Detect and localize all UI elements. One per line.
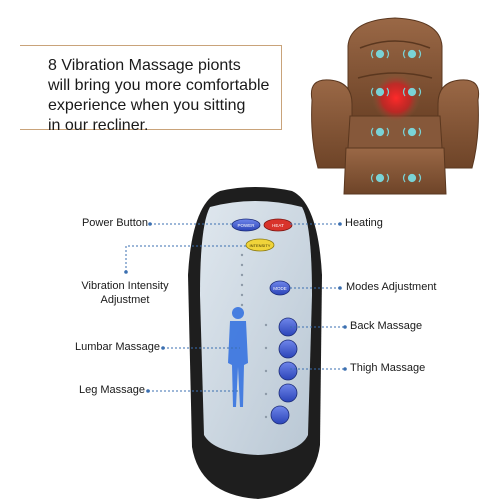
power-button-label: POWER — [237, 223, 255, 228]
callout-vibration-intensity: Vibration Intensity Adjustmet — [55, 279, 195, 307]
callout-lumbar-massage: Lumbar Massage — [75, 341, 160, 353]
intensity-button-label: INTENSITY — [250, 243, 271, 248]
headline-frame — [20, 45, 282, 130]
power-button: POWER — [231, 218, 261, 232]
mode-button-label: MODE — [273, 286, 287, 291]
remote-control: POWER HEAT INTENSITY MODE — [188, 187, 322, 499]
callout-thigh-massage: Thigh Massage — [350, 362, 426, 374]
headline-line-4: in our recliner. — [48, 117, 149, 134]
callout-vibration-intensity-line2: Adjustmet — [100, 294, 150, 306]
lower-leg-massage-button — [270, 405, 290, 425]
intensity-button: INTENSITY — [245, 238, 275, 252]
headline-line-3: experience when you sitting — [48, 97, 246, 114]
leg-massage-button — [278, 383, 298, 403]
headline-text: 8 Vibration Massage pionts will bring yo… — [48, 56, 288, 136]
mode-button: MODE — [269, 280, 291, 296]
heat-button-label: HEAT — [272, 223, 284, 228]
callout-leg-massage: Leg Massage — [78, 384, 145, 396]
callout-back-massage: Back Massage — [350, 320, 423, 332]
headline-line-1: 8 Vibration Massage pionts — [48, 57, 241, 74]
headline-line-2: will bring you more comfortable — [48, 77, 270, 94]
callout-power-button: Power Button — [81, 217, 148, 229]
callout-modes-adjustment: Modes Adjustment — [346, 281, 437, 293]
thigh-massage-button — [278, 361, 298, 381]
vibration-icon — [370, 49, 422, 183]
recliner-image — [310, 17, 480, 195]
callout-heating: Heating — [345, 217, 383, 229]
heat-button: HEAT — [263, 218, 293, 232]
lumbar-massage-button — [278, 339, 298, 359]
callout-vibration-intensity-line1: Vibration Intensity — [81, 280, 169, 292]
body-silhouette-icon — [228, 307, 248, 407]
back-massage-button — [278, 317, 298, 337]
